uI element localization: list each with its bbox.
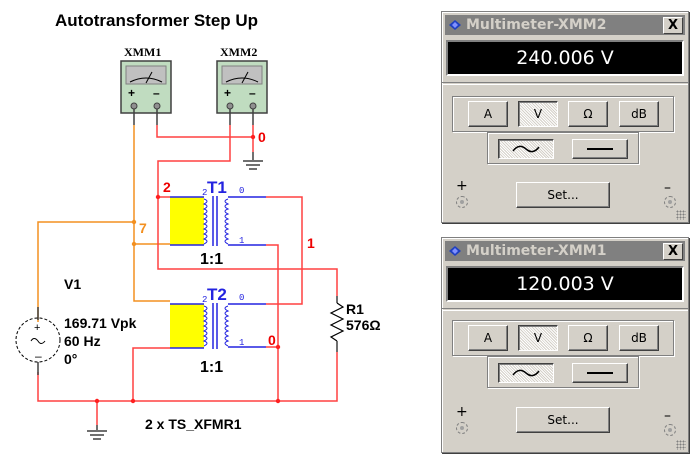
mode-ohm-button[interactable]: Ω — [568, 325, 608, 351]
dc-line-icon — [587, 148, 613, 150]
close-button[interactable]: X — [663, 16, 683, 34]
xmm2-label: XMM2 — [220, 45, 257, 59]
mode-volt-button[interactable]: V — [518, 325, 558, 351]
svg-text:–: – — [35, 349, 42, 363]
ac-voltage-source[interactable]: + – V1 169.71 Vpk 60 Hz 0° — [15, 276, 137, 375]
wires — [37, 109, 338, 430]
minus-sign: – — [664, 180, 671, 196]
transformer-t1[interactable]: 2 T1 0 1 1:1 — [170, 178, 266, 268]
svg-text:0: 0 — [239, 293, 244, 303]
mode-group — [452, 320, 674, 356]
net-label-1: 1 — [307, 235, 315, 251]
window-title: Multimeter-XMM2 — [466, 17, 607, 33]
resistor-value: 576Ω — [346, 317, 381, 333]
mode-amp-button[interactable]: A — [468, 101, 508, 127]
negative-terminal[interactable] — [664, 424, 676, 436]
svg-text:0: 0 — [239, 186, 244, 196]
svg-text:+: + — [128, 86, 135, 100]
transformer-t2[interactable]: 2 T2 0 1 1:1 — [170, 285, 266, 376]
net-label-7: 7 — [139, 220, 147, 236]
dc-signal-button[interactable] — [572, 139, 628, 159]
net-label-0-bottom: 0 — [268, 332, 276, 348]
svg-text:+: + — [34, 322, 40, 334]
ac-signal-button[interactable] — [498, 363, 554, 383]
mode-db-button[interactable]: dB — [619, 101, 659, 127]
signal-group — [487, 132, 639, 164]
title-bar[interactable]: Multimeter-XMM1 X — [445, 241, 685, 261]
multimeter-xmm1-symbol[interactable]: XMM1 + – — [120, 45, 172, 114]
source-frequency: 60 Hz — [64, 333, 101, 349]
ground-icon — [87, 430, 107, 440]
t1-ratio: 1:1 — [200, 251, 223, 268]
set-button[interactable]: Set... — [516, 182, 610, 208]
positive-terminal[interactable] — [456, 196, 468, 208]
svg-text:2: 2 — [202, 188, 207, 198]
plus-sign: + — [456, 404, 468, 420]
svg-text:2: 2 — [202, 295, 207, 305]
svg-text:–: – — [249, 86, 256, 100]
mode-volt-button[interactable]: V — [518, 101, 558, 127]
svg-text:1: 1 — [239, 236, 244, 246]
reading-display: 240.006 V — [446, 40, 684, 76]
positive-terminal[interactable] — [456, 422, 468, 434]
dc-line-icon — [587, 372, 613, 374]
multimeter-app-icon — [449, 246, 461, 256]
resistor-name: R1 — [346, 301, 364, 317]
plus-sign: + — [456, 178, 468, 194]
negative-terminal[interactable] — [664, 196, 676, 208]
mode-ohm-button[interactable]: Ω — [568, 101, 608, 127]
t2-label: T2 — [207, 285, 227, 304]
close-button[interactable]: X — [663, 242, 683, 260]
dc-signal-button[interactable] — [572, 363, 628, 383]
resistor-r1[interactable]: R1 576Ω — [329, 296, 381, 352]
ac-signal-button[interactable] — [498, 139, 554, 159]
reading-display: 120.003 V — [446, 266, 684, 302]
multimeter-app-icon — [449, 20, 461, 30]
mode-db-button[interactable]: dB — [619, 325, 659, 351]
mode-amp-button[interactable]: A — [468, 325, 508, 351]
schematic-title: Autotransformer Step Up — [55, 11, 258, 30]
source-amplitude: 169.71 Vpk — [64, 315, 137, 331]
net-label-0: 0 — [258, 129, 266, 145]
multimeter-xmm2-symbol[interactable]: XMM2 + – — [216, 45, 268, 114]
minus-sign: – — [664, 408, 671, 424]
set-button[interactable]: Set... — [516, 407, 610, 433]
circuit-schematic: Autotransformer Step Up XMM1 + – XMM2 + … — [15, 11, 381, 440]
t2-ratio: 1:1 — [200, 359, 223, 376]
multimeter-xmm2-window: Multimeter-XMM2 X 240.006 V A V Ω dB + S… — [441, 11, 689, 223]
xmm1-label: XMM1 — [124, 45, 161, 59]
ac-wave-icon — [512, 145, 540, 153]
title-bar[interactable]: Multimeter-XMM2 X — [445, 15, 685, 35]
resize-grip[interactable] — [676, 210, 686, 220]
multimeter-xmm1-window: Multimeter-XMM1 X 120.003 V A V Ω dB + S… — [441, 237, 689, 453]
t1-label: T1 — [207, 178, 227, 197]
svg-text:1: 1 — [239, 338, 244, 348]
ac-wave-icon — [512, 369, 540, 377]
mode-group — [452, 96, 674, 132]
ground-icon — [243, 160, 263, 170]
svg-text:–: – — [153, 86, 160, 100]
svg-text:+: + — [224, 86, 231, 100]
part-label: 2 x TS_XFMR1 — [145, 416, 242, 432]
window-title: Multimeter-XMM1 — [466, 243, 607, 259]
source-phase: 0° — [64, 351, 77, 367]
source-name: V1 — [64, 276, 81, 292]
resize-grip[interactable] — [676, 440, 686, 450]
net-label-2: 2 — [163, 179, 171, 195]
junctions — [94, 134, 281, 404]
signal-group — [487, 356, 639, 388]
